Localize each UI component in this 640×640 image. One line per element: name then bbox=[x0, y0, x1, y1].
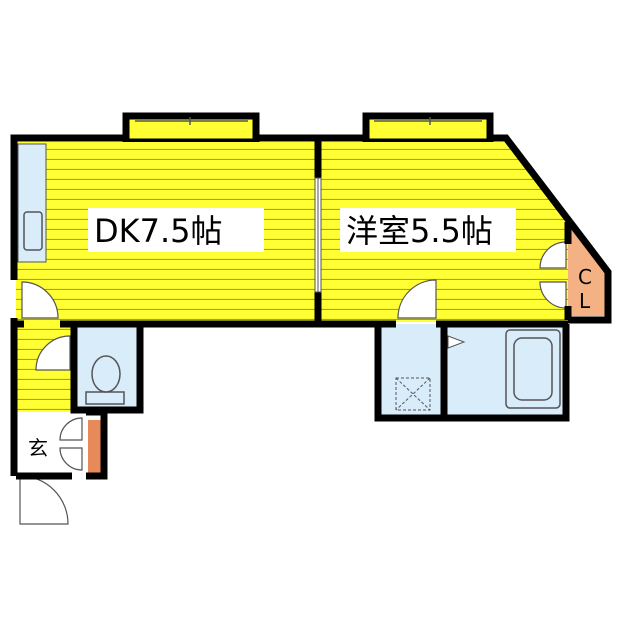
dk-label-bg bbox=[88, 208, 264, 252]
entrance-label-bg bbox=[26, 434, 52, 460]
door-swing-washroom bbox=[397, 279, 437, 319]
faucet-icon bbox=[447, 335, 466, 349]
door-swing-toilet bbox=[35, 335, 71, 371]
window-bump-dk bbox=[122, 112, 260, 146]
toilet-icon bbox=[85, 355, 125, 405]
closet bbox=[568, 224, 606, 316]
western-label: 洋室5.5帖 bbox=[346, 212, 493, 250]
door-swing-genkan-lower bbox=[59, 447, 83, 471]
bathtub-icon bbox=[505, 329, 561, 409]
door-swing-entrance bbox=[19, 475, 69, 525]
closet-label-c: C bbox=[578, 265, 592, 289]
western-label-bg bbox=[340, 208, 516, 252]
door-swing-closet-lower bbox=[539, 281, 567, 309]
entrance-label: 玄 bbox=[28, 436, 48, 460]
sliding-door bbox=[314, 177, 322, 293]
door-swing-closet-upper bbox=[539, 241, 567, 269]
door-swing-hallway bbox=[21, 281, 59, 319]
door-swing-genkan bbox=[59, 417, 83, 441]
shoe-rack bbox=[88, 420, 102, 474]
walls bbox=[10, 134, 612, 480]
window-bump-western bbox=[362, 112, 494, 146]
washing-machine-pan-icon bbox=[395, 377, 431, 411]
dk-label: DK7.5帖 bbox=[94, 212, 223, 250]
closet-label-l: L bbox=[579, 289, 591, 313]
kitchen-sink-icon bbox=[23, 211, 43, 251]
